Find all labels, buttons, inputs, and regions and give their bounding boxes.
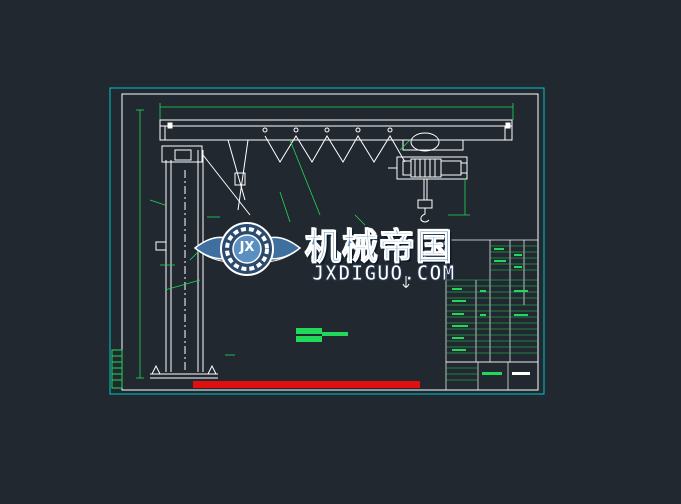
title-block bbox=[445, 239, 539, 391]
crane-column bbox=[155, 145, 204, 372]
watermark-emblem-letters: JX bbox=[239, 240, 255, 255]
red-section-bar bbox=[193, 381, 420, 388]
festoon-cable bbox=[262, 127, 406, 163]
title-block-text-marks bbox=[452, 248, 530, 375]
watermark-emblem bbox=[193, 222, 302, 276]
counterweight-box bbox=[234, 172, 246, 186]
dimension-text-blocks bbox=[296, 328, 348, 342]
margin-stamp-block bbox=[111, 349, 123, 389]
title-block-rows bbox=[446, 245, 538, 381]
crane-hook-icon bbox=[417, 179, 433, 223]
watermark-domain: JXDIGUO.COM bbox=[311, 261, 456, 286]
lower-hook-position bbox=[402, 276, 410, 288]
column-base bbox=[150, 364, 218, 379]
watermark-chinese-title: 机械帝国 bbox=[304, 227, 454, 269]
electric-hoist-icon bbox=[388, 132, 468, 180]
sheet-outer-border bbox=[109, 87, 545, 395]
top-dimension-line bbox=[159, 103, 514, 120]
tie-rods bbox=[202, 139, 251, 216]
leader-lines bbox=[136, 109, 470, 379]
jib-boom bbox=[159, 119, 513, 141]
